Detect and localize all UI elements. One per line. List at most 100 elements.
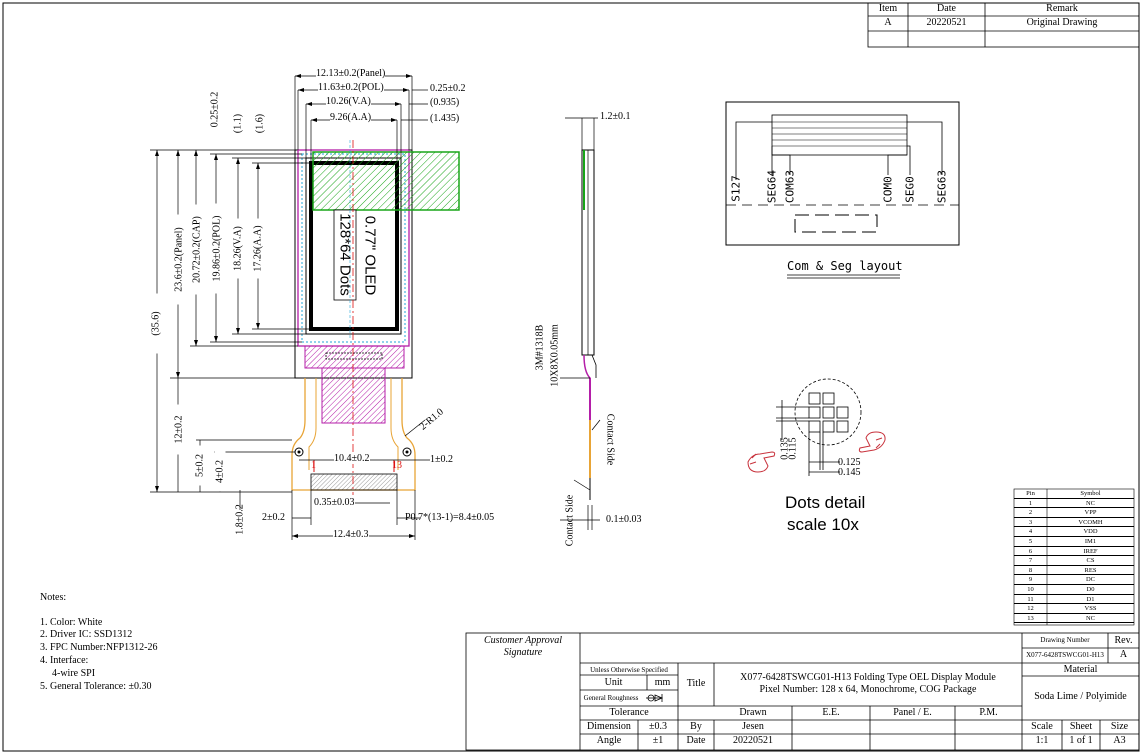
stiffener bbox=[321, 367, 386, 424]
pin-table-symbol: D0 bbox=[1047, 585, 1134, 595]
panel-label: Panel / E. bbox=[893, 707, 932, 718]
dim-right-2: (0.935) bbox=[430, 97, 460, 108]
layout-label-com0: COM0 bbox=[881, 176, 895, 203]
pin-table-pin-number: 6 bbox=[1014, 547, 1047, 557]
dimension-value: ±0.3 bbox=[649, 721, 667, 732]
contact-side-label-1: Contact Side bbox=[604, 413, 616, 466]
unit-label: Unit bbox=[604, 677, 623, 688]
rev-date: 20220521 bbox=[926, 17, 967, 28]
tape-label: 3M#1318B bbox=[534, 324, 546, 371]
layout-label-com63: COM63 bbox=[783, 169, 797, 204]
pin-table-pin-number: 3 bbox=[1014, 518, 1047, 528]
pin-table-header-symbol: Symbol bbox=[1047, 489, 1134, 499]
dim-1: 1±0.2 bbox=[430, 454, 453, 465]
roughness-label: General Roughness bbox=[583, 694, 639, 702]
dim-panel-width: 12.13±0.2(Panel) bbox=[316, 68, 386, 79]
drawn-label: Drawn bbox=[739, 707, 767, 718]
dim-va-width: 10.26(V.A) bbox=[326, 96, 371, 107]
material-value: Soda Lime / Polyimide bbox=[1034, 691, 1127, 702]
date-value: 20220521 bbox=[733, 735, 773, 746]
layout-label-seg64: SEG64 bbox=[765, 169, 779, 204]
dots-title: Dots detail bbox=[785, 493, 866, 512]
dim-v-va: 18.26(V.A) bbox=[232, 218, 244, 279]
layout-caption: Com & Seg layout bbox=[787, 259, 903, 273]
dim-2: 2±0.2 bbox=[262, 512, 285, 523]
pin-table-pin-number: 2 bbox=[1014, 508, 1047, 518]
dimension-label: Dimension bbox=[587, 721, 631, 732]
dim-12: 12±0.2 bbox=[173, 404, 185, 455]
dim-top-3: (1.6) bbox=[254, 113, 266, 134]
size-label: Size bbox=[1110, 721, 1129, 732]
dim-top-1: 0.25±0.2 bbox=[209, 91, 221, 128]
pin-table-pin-number: 8 bbox=[1014, 566, 1047, 576]
dim-aa-width: 9.26(A.A) bbox=[330, 112, 372, 123]
dim-1-8: 1.8±0.2 bbox=[234, 504, 246, 535]
scale-label: Scale bbox=[1031, 721, 1053, 732]
pin-table-symbol: IREF bbox=[1047, 547, 1134, 557]
pin-table-header-pin: Pin bbox=[1014, 489, 1047, 499]
pin-table-symbol: D1 bbox=[1047, 595, 1134, 605]
dim-right-1: 0.25±0.2 bbox=[430, 83, 466, 94]
pin-table-pin-number: 12 bbox=[1014, 604, 1047, 614]
dim-v-panel: 23.6±0.2(Panel) bbox=[173, 214, 185, 305]
angle-label: Angle bbox=[596, 735, 622, 746]
front-arrows bbox=[155, 74, 415, 538]
note-3: 3. FPC Number:NFP1312-26 bbox=[40, 642, 158, 653]
drawing-number-label: Drawing Number bbox=[1040, 636, 1090, 644]
pin-table-symbol: CS bbox=[1047, 556, 1134, 566]
tolerance-label: Tolerance bbox=[609, 707, 649, 718]
dim-v-cap: 20.72±0.2(CAP) bbox=[191, 204, 203, 295]
sheet-value: 1 of 1 bbox=[1069, 735, 1093, 746]
sheet-label: Sheet bbox=[1069, 721, 1093, 732]
oled-dots-label: 128*64 Dots bbox=[336, 213, 354, 296]
pin-table-pin-number: 7 bbox=[1014, 556, 1047, 566]
layout-label-seg63: SEG63 bbox=[935, 169, 949, 204]
rev-item: A bbox=[884, 17, 892, 28]
pin-table-symbol: VCOMH bbox=[1047, 518, 1134, 528]
pin-table-symbol: IM1 bbox=[1047, 537, 1134, 547]
dim-pin-width: 0.35±0.03 bbox=[314, 497, 355, 508]
oled-size-label: 0.77" OLED bbox=[361, 215, 379, 296]
angle-value: ±1 bbox=[652, 735, 664, 746]
customer-approval: Customer Approval bbox=[483, 635, 563, 646]
size-value: A3 bbox=[1113, 735, 1126, 746]
pin-table-pin-number: 1 bbox=[1014, 499, 1047, 509]
date-label: Date bbox=[686, 735, 706, 746]
pin-table-symbol: VSS bbox=[1047, 604, 1134, 614]
tape-size-label: 10X8X0.05mm bbox=[549, 324, 561, 387]
pointing-hand-icon-right bbox=[858, 431, 886, 453]
note-5: 5. General Tolerance: ±0.30 bbox=[40, 681, 152, 692]
pin-table-pin-number: 5 bbox=[1014, 537, 1047, 547]
layout-label-s127: S127 bbox=[729, 175, 743, 202]
note-2: 2. Driver IC: SSD1312 bbox=[40, 629, 133, 640]
dots-dim-2: 0.135 bbox=[779, 437, 791, 460]
dots-dim-3: 0.125 bbox=[838, 457, 861, 468]
pin-table-symbol: VPP bbox=[1047, 508, 1134, 518]
pm-label: P.M. bbox=[979, 707, 998, 718]
dim-fpc-thickness: 0.1±0.03 bbox=[606, 514, 642, 525]
dim-pitch: P0.7*(13-1)=8.4±0.05 bbox=[405, 512, 495, 523]
ic-area bbox=[304, 345, 405, 369]
pin-13-label: 13 bbox=[392, 460, 402, 471]
front-view bbox=[291, 140, 460, 495]
title-block-grid bbox=[465, 632, 1140, 751]
pin-table-pin-number: 4 bbox=[1014, 527, 1047, 537]
ee-label: E.E. bbox=[822, 707, 840, 718]
pin-table-pin-number: 13 bbox=[1014, 614, 1047, 624]
rev-header-date: Date bbox=[937, 3, 956, 14]
layout-label-seg0: SEG0 bbox=[903, 176, 917, 203]
dim-thickness: 1.2±0.1 bbox=[600, 111, 631, 122]
revision-table-grid bbox=[867, 2, 1140, 48]
rev-header-item: Item bbox=[878, 3, 898, 14]
roughness-symbol-icon bbox=[646, 694, 664, 702]
pin-table-grid bbox=[1013, 488, 1135, 626]
front-dimension-lines bbox=[150, 75, 430, 540]
dots-scale: scale 10x bbox=[787, 515, 859, 534]
customer-signature: Signature bbox=[503, 647, 543, 658]
dots-detail bbox=[776, 378, 862, 476]
rev-label: Rev. bbox=[1114, 635, 1133, 646]
green-area bbox=[312, 151, 460, 211]
pin-1-label: 1 bbox=[311, 460, 316, 471]
pin-table-symbol: NC bbox=[1047, 499, 1134, 509]
